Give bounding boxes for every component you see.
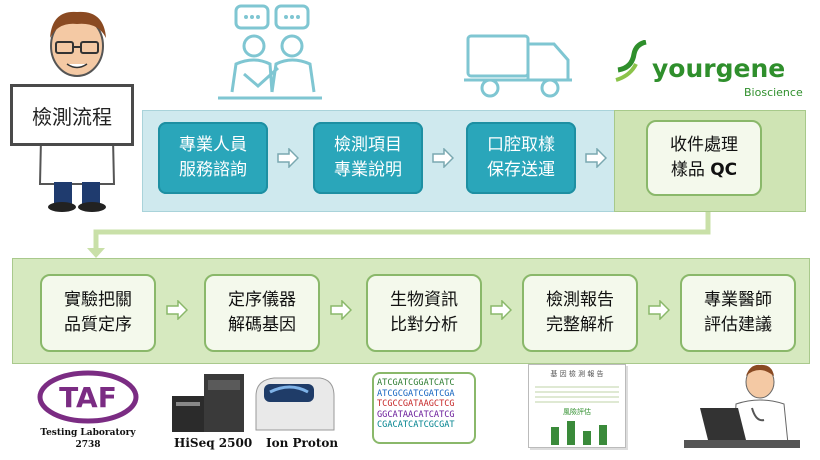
machine-label-hiseq: HiSeq 2500 [174,436,253,450]
truck-icon [464,34,572,98]
ion-proton-machine-icon [255,377,335,431]
machine-label-ion: Ion Proton [266,436,339,450]
hiseq-machine-icon [172,374,244,432]
step-explanation: 檢測項目 專業說明 [313,122,423,194]
report-lines [535,383,619,403]
report-label: 風險評估 [563,408,591,416]
step-bioinformatics: 生物資訊 比對分析 [366,274,482,352]
logo-subtext: Bioscience [744,86,803,99]
dna-line: GGCATAACATCATCG [377,409,455,420]
report-bar-chart-icon [551,421,607,445]
arrow-right-icon [432,148,454,168]
step-sampling: 口腔取樣 保存送運 [466,122,576,194]
arrow-right-icon [648,300,670,320]
step-doctor-advice: 專業醫師 評估建議 [680,274,796,352]
doctor-laptop-icon [684,364,800,448]
arrow-right-icon [277,148,299,168]
step-report: 檢測報告 完整解析 [522,274,638,352]
taf-number: 2738 [75,440,101,450]
step-qc: 收件處理 樣品 QC [646,120,762,196]
badge-label: 檢測流程 [32,104,112,129]
step-qc-line1: 收件處理 [670,135,738,155]
yourgene-logo-icon [615,40,647,82]
svg-text:TAF: TAF [59,381,117,414]
arrow-right-icon [490,300,512,320]
dna-line: CGACATCATCGCGAT [377,420,455,430]
arrow-right-icon [330,300,352,320]
arrow-right-icon [166,300,188,320]
step-consultation: 專業人員 服務諮詢 [158,122,268,194]
logo-text: yourgene [652,54,786,83]
taf-caption: Testing Laboratory [40,428,136,438]
report-document: 基 因 檢 測 報 告 風險評估 [528,364,626,448]
dna-line: TCGCCGATAAGCTCG [377,399,455,409]
dna-line: ATCGCGATCGATCGA [377,388,455,399]
dna-line: ATCGATCGGATCATC [377,378,455,388]
arrow-right-icon [585,148,607,168]
taf-logo: TAF [37,370,139,424]
consultation-icon [218,4,322,100]
step-qc-line2: 樣品 QC [670,160,738,180]
process-badge: 檢測流程 [10,84,134,146]
step-decoding: 定序儀器 解碼基因 [204,274,320,352]
step-sequencing-qc: 實驗把關 品質定序 [40,274,156,352]
report-title: 基 因 檢 測 報 告 [550,370,604,378]
